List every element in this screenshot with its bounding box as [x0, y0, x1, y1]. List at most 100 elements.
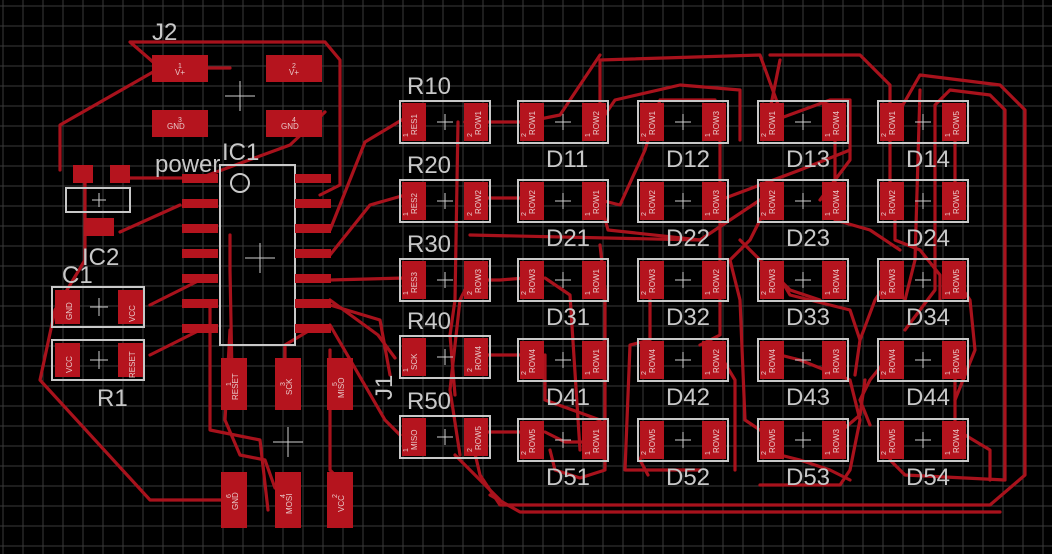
d24-pad-2 [942, 182, 966, 220]
d44-num-2: 1 [945, 371, 952, 375]
d53-pad-2 [822, 421, 846, 459]
d32-pad-1-label: ROW3 [648, 268, 657, 293]
d13-pad-1-label: ROW1 [768, 110, 777, 135]
j1-num-5: 5 [332, 382, 339, 386]
c1-pad-1-label: GND [65, 302, 74, 320]
d14-num-1: 2 [881, 133, 888, 137]
ic1-chip: IC1 power [155, 139, 331, 346]
j1-num-2: 2 [332, 494, 339, 498]
j2-pad-4-num: 4 [292, 117, 296, 124]
d24-pad-2-label: ROW5 [952, 189, 961, 214]
d42-num-2: 1 [705, 371, 712, 375]
d43-outline [757, 338, 849, 382]
d43-pad-1-label: ROW4 [768, 348, 777, 373]
d54-pad-1 [880, 421, 904, 459]
ic1-pin-left [182, 224, 218, 233]
d23-pad-2 [822, 182, 846, 220]
d13-pad-2-label: ROW4 [832, 110, 841, 135]
j2-pad-1-label: V+ [175, 68, 185, 77]
d11-num-1: 2 [521, 133, 528, 137]
d44-pad-2-label: ROW5 [952, 348, 961, 373]
j1-num-4: 4 [280, 494, 287, 498]
j1-pad-gnd [221, 472, 247, 528]
r40-pad-2-label: ROW4 [474, 345, 483, 370]
d12-pad-2-label: ROW3 [712, 110, 721, 135]
label-d13: D13 [786, 146, 830, 173]
d33-num-1: 2 [761, 291, 768, 295]
d22-num-1: 2 [641, 212, 648, 216]
d13-num-1: 2 [761, 133, 768, 137]
r10-pad-1-label: RES1 [410, 114, 419, 135]
c1-pad-2-label: VCC [128, 305, 137, 322]
ic1-pin-right [295, 199, 331, 208]
d21-pad-2 [582, 182, 606, 220]
label-d43: D43 [786, 384, 830, 411]
d43-num-1: 2 [761, 371, 768, 375]
r10-num-1: 1 [403, 133, 410, 137]
d12-pad-2 [702, 103, 726, 141]
d23-pad-1-label: ROW2 [768, 189, 777, 214]
r1-pad-1-label: VCC [65, 356, 74, 373]
d42-outline [637, 338, 729, 382]
label-d31: D31 [546, 304, 590, 331]
d32-pad-1 [640, 261, 664, 299]
r10-pad-2 [464, 103, 488, 141]
ic1-pin-left [182, 299, 218, 308]
d23-num-1: 2 [761, 212, 768, 216]
label-d21: D21 [546, 225, 590, 252]
r10-pad-1 [402, 103, 426, 141]
j2-pad-1-num: 1 [178, 63, 182, 70]
d34-pad-1-label: ROW3 [888, 268, 897, 293]
r40-outline [399, 335, 491, 379]
d34-pad-2 [942, 261, 966, 299]
d53-pad-1 [760, 421, 784, 459]
r1-pad-2-label: RESET [128, 351, 137, 378]
d41-pad-1 [520, 341, 544, 379]
d43-pad-1 [760, 341, 784, 379]
d13-pad-1 [760, 103, 784, 141]
d22-pad-2 [702, 182, 726, 220]
d34-outline [877, 258, 969, 302]
d33-pad-1 [760, 261, 784, 299]
r1-pad-1 [55, 343, 80, 377]
j1-sck-label: SCK [285, 378, 294, 395]
d42-pad-1 [640, 341, 664, 379]
j1-num-6: 6 [226, 494, 233, 498]
d53-outline [757, 418, 849, 462]
label-d22: D22 [666, 225, 710, 252]
j2-pad-2-label: V+ [289, 68, 299, 77]
j1-pad-miso [327, 358, 353, 410]
ic1-pin-right [295, 174, 331, 183]
j1-pad-sck [275, 358, 301, 410]
r50-num-1: 1 [403, 448, 410, 452]
r50-pad-1-label: MISO [410, 430, 419, 450]
j1-isp-header: RESET SCK MISO GND MOSI VCC 1 3 5 6 4 2 … [221, 358, 398, 528]
d41-pad-2-label: ROW1 [592, 348, 601, 373]
d33-pad-1-label: ROW3 [768, 268, 777, 293]
label-power: power [155, 151, 220, 178]
ic1-pin-left [182, 324, 218, 333]
d41-num-2: 1 [585, 371, 592, 375]
d31-outline [517, 258, 609, 302]
j2-pad-4 [266, 110, 322, 137]
r30-num-2: 2 [467, 291, 474, 295]
j2-pad-2-num: 2 [292, 63, 296, 70]
d23-outline [757, 179, 849, 223]
j2-connector: 1 V+ 2 V+ 3 GND 4 GND J2 [152, 19, 322, 137]
r10-outline [399, 100, 491, 144]
d23-num-2: 1 [825, 212, 832, 216]
j1-pad-vcc [327, 472, 353, 528]
r40-pad-1 [402, 338, 426, 376]
label-d32: D32 [666, 304, 710, 331]
d22-pad-1 [640, 182, 664, 220]
d32-pad-2-label: ROW2 [712, 268, 721, 293]
d24-pad-1 [880, 182, 904, 220]
d52-num-1: 2 [641, 451, 648, 455]
d33-pad-2 [822, 261, 846, 299]
ic1-pin-right [295, 274, 331, 283]
d54-pad-2 [942, 421, 966, 459]
label-d51: D51 [546, 464, 590, 491]
d22-outline [637, 179, 729, 223]
j1-num-3: 3 [280, 382, 287, 386]
